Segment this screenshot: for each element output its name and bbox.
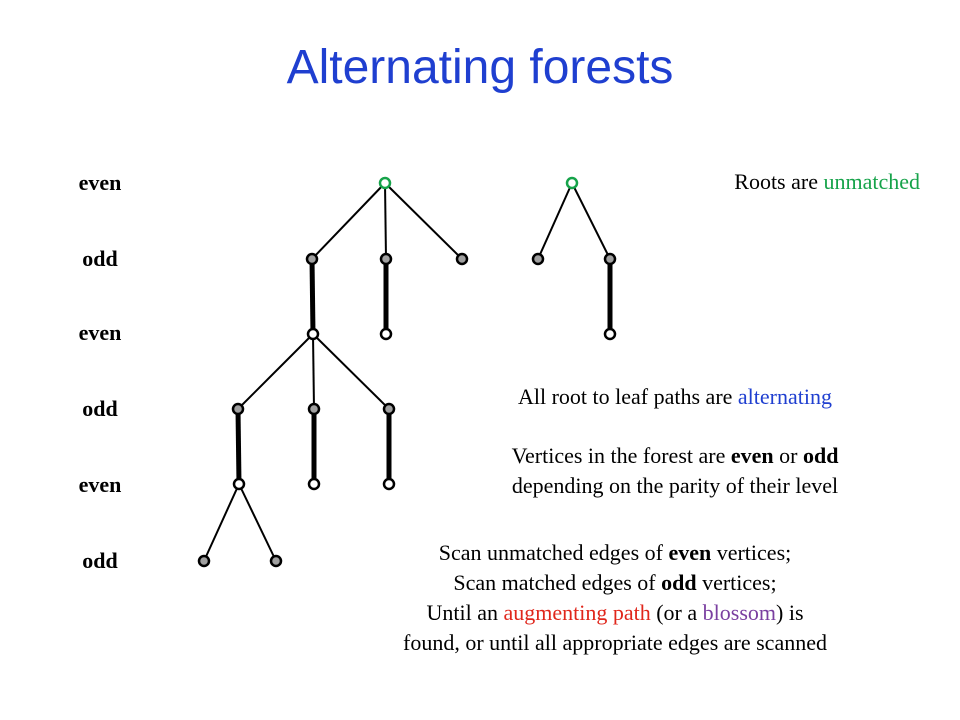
- edge-unmatched: [238, 483, 277, 562]
- root-vertex: [378, 176, 392, 190]
- root-vertex: [565, 176, 579, 190]
- note-parity-text: or: [773, 443, 803, 468]
- edge-matched: [235, 408, 242, 485]
- note-paths-prefix: All root to leaf paths are: [517, 384, 738, 409]
- odd-vertex: [305, 252, 319, 266]
- note-paths: All root to leaf paths are alternating: [430, 382, 920, 412]
- odd-vertex: [455, 252, 469, 266]
- odd-vertex: [531, 252, 545, 266]
- edge-matched: [309, 258, 316, 335]
- note-scan-text: Until an: [426, 600, 504, 625]
- odd-vertex: [307, 402, 321, 416]
- matched-edges: [235, 258, 613, 485]
- note-scan-even: even: [668, 540, 712, 565]
- note-scan-line-4: found, or until all appropriate edges ar…: [403, 630, 827, 655]
- even-vertex: [232, 477, 246, 491]
- odd-vertex: [269, 554, 283, 568]
- note-scan-text: vertices;: [696, 570, 777, 595]
- level-label-4: even: [78, 472, 122, 497]
- level-label-3: odd: [82, 396, 118, 421]
- edge-unmatched: [312, 333, 390, 410]
- note-scan-augmenting-path: augmenting path: [503, 600, 651, 625]
- even-vertices: [232, 327, 617, 491]
- odd-vertex: [231, 402, 245, 416]
- note-scan-line-3: Until an augmenting path (or a blossom) …: [300, 598, 930, 628]
- note-parity-line-2: depending on the parity of their level: [511, 473, 839, 498]
- level-label-1: odd: [82, 246, 118, 271]
- note-scan-text: Scan unmatched edges of: [438, 540, 669, 565]
- note-scan-blossom: blossom: [702, 600, 777, 625]
- edge-unmatched: [571, 182, 611, 260]
- even-vertex: [603, 327, 617, 341]
- odd-vertex: [382, 402, 396, 416]
- note-scan-line-2: Scan matched edges of odd vertices;: [300, 568, 930, 598]
- edge-unmatched: [384, 182, 463, 260]
- note-scan-text: Scan matched edges of: [453, 570, 662, 595]
- note-scan-line-1: Scan unmatched edges of even vertices;: [300, 538, 930, 568]
- note-parity-line-1: Vertices in the forest are even or odd: [430, 441, 920, 471]
- note-parity-text: Vertices in the forest are: [511, 443, 731, 468]
- note-roots: Roots are unmatched: [620, 167, 920, 197]
- root-vertices: [378, 176, 579, 190]
- level-label-5: odd: [82, 548, 118, 573]
- note-scan-text: vertices;: [711, 540, 792, 565]
- note-paths-highlight: alternating: [737, 384, 832, 409]
- odd-vertices: [197, 252, 617, 568]
- note-scan-odd: odd: [661, 570, 697, 595]
- note-parity: Vertices in the forest are even or odd d…: [430, 441, 920, 501]
- even-vertex: [307, 477, 321, 491]
- note-scan-text: ) is: [776, 600, 804, 625]
- odd-vertex: [197, 554, 211, 568]
- edge-unmatched: [311, 182, 386, 260]
- even-vertex: [379, 327, 393, 341]
- unmatched-edges: [203, 182, 611, 562]
- note-scan: Scan unmatched edges of even vertices; S…: [300, 538, 930, 658]
- edge-unmatched: [203, 483, 240, 562]
- note-parity-even: even: [730, 443, 774, 468]
- odd-vertex: [379, 252, 393, 266]
- note-roots-highlight: unmatched: [823, 169, 920, 194]
- note-roots-prefix: Roots are: [734, 169, 824, 194]
- slide-title: Alternating forests: [286, 41, 674, 94]
- odd-vertex: [603, 252, 617, 266]
- level-label-2: even: [78, 320, 122, 345]
- edge-unmatched: [384, 182, 387, 260]
- note-parity-odd: odd: [802, 443, 839, 468]
- edge-unmatched: [237, 333, 314, 410]
- even-vertex: [382, 477, 396, 491]
- edge-unmatched: [537, 182, 573, 260]
- even-vertex: [306, 327, 320, 341]
- edge-unmatched: [312, 333, 315, 410]
- note-scan-text: (or a: [650, 600, 703, 625]
- level-label-0: even: [78, 170, 122, 195]
